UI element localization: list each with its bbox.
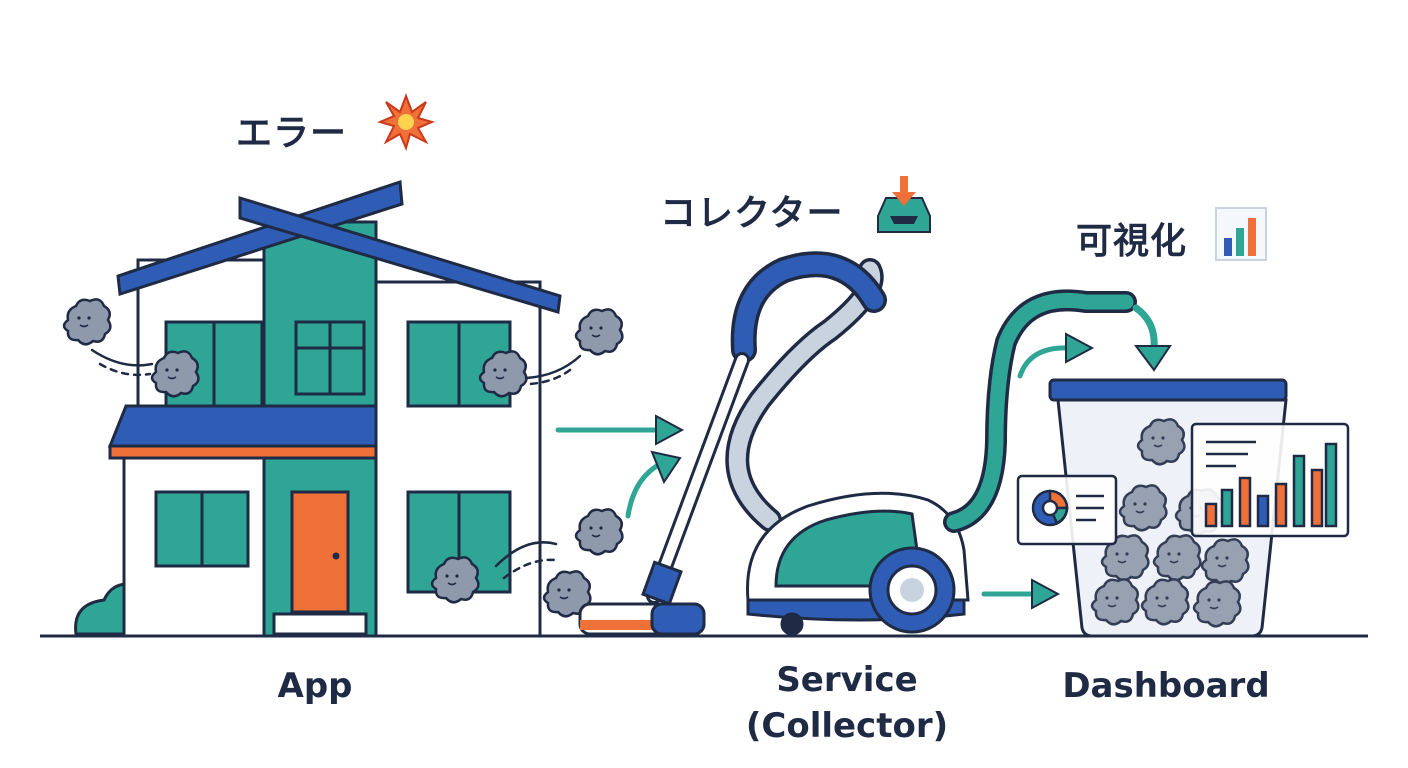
flow-arrow-to-collector [555, 414, 685, 519]
dashboard-label: Dashboard [1062, 666, 1270, 706]
door-step [272, 612, 368, 636]
front-door [290, 490, 350, 614]
bar-chart-icon [1215, 207, 1267, 261]
flow-arrows-to-dashboard [981, 304, 1172, 610]
inbox-download-icon [877, 176, 931, 233]
bar-chart-panel [1190, 422, 1350, 538]
collector-label: (Collector) [745, 706, 949, 746]
donut-panel [1016, 474, 1118, 546]
roof-left [116, 179, 404, 296]
tower-window [294, 320, 366, 396]
awning [107, 404, 378, 448]
explosion-icon [377, 93, 435, 151]
service-label: Service [776, 660, 918, 700]
roof-right [238, 195, 562, 314]
bin-lid [1048, 378, 1288, 402]
visualize-label: 可視化 [1076, 221, 1188, 262]
collector-jp-label: コレクター [660, 193, 844, 234]
awning-trim [108, 444, 378, 460]
error-label: エラー [236, 113, 348, 154]
lower-left-window [154, 490, 250, 568]
motion-lines [90, 348, 582, 580]
app-label: App [277, 666, 353, 706]
app-house-illustration [74, 179, 562, 638]
collector-vacuum-illustration [578, 251, 1137, 636]
